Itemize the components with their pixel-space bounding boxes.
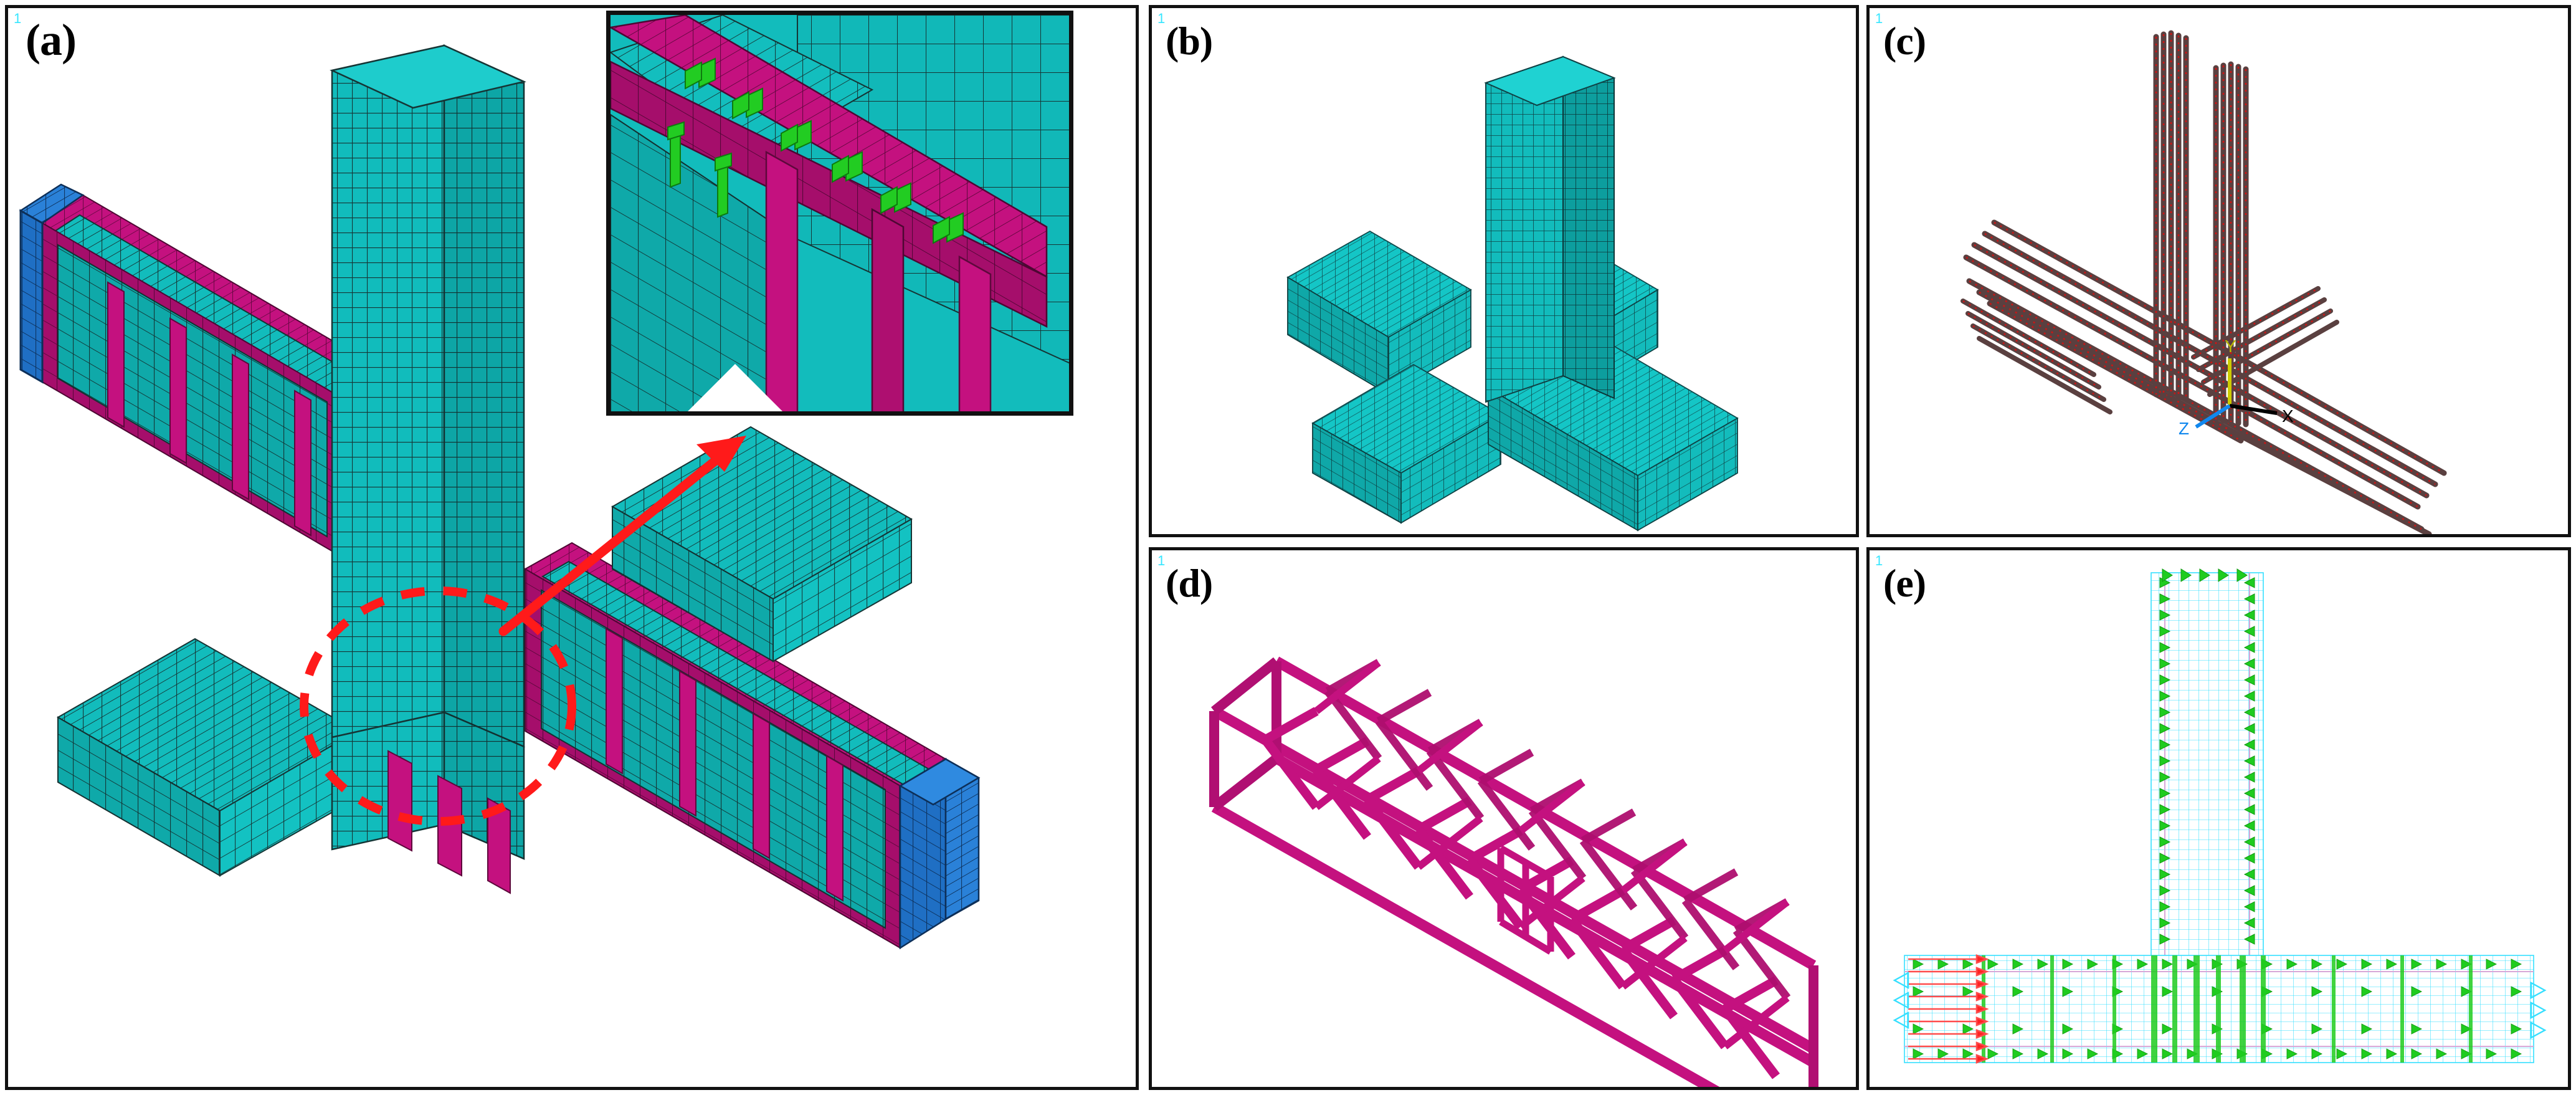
beam-constraint-symbols [1913, 959, 2522, 1059]
support-triangles [1893, 971, 1909, 1030]
beam-bars-right [2215, 359, 2447, 534]
panel-c-rebar-cage: 1 (c) [1866, 5, 2571, 537]
axis-label-x: X [2282, 406, 2294, 426]
right-beam [523, 542, 981, 950]
lattice-girder-view [1209, 656, 1818, 1087]
viewport-number-e: 1 [1875, 553, 1883, 568]
viewport-number-b: 1 [1157, 11, 1166, 26]
viewport-number-c: 1 [1875, 11, 1883, 26]
rebar-cage-view: Y X Z [1961, 30, 2447, 534]
panel-label-d: (d) [1166, 561, 1213, 605]
panel-label-c: (c) [1883, 19, 1926, 63]
joint-detail-view [611, 15, 1069, 411]
viewport-number-d: 1 [1157, 553, 1166, 568]
panel-e-boundary-conditions: 1 (e) [1866, 547, 2571, 1090]
panel-label-e: (e) [1883, 561, 1926, 605]
concrete-solid-mesh-view [1286, 55, 1739, 532]
joint-detail-zoom [606, 11, 1073, 416]
panel-d-lattice-girder: 1 (d) [1149, 547, 1859, 1090]
transverse-stub-left [56, 638, 359, 877]
viewport-number-a: 1 [14, 11, 22, 26]
support-load-arrows [1908, 954, 1989, 1064]
stem-constraint-left [2159, 577, 2171, 945]
zoom-callout-arrow [498, 436, 746, 636]
joint-region-highlight [300, 586, 576, 826]
support-triangles-right [2530, 981, 2547, 1040]
joint-steel-ribs [387, 750, 511, 894]
assembly-3d-view [19, 44, 981, 950]
boundary-condition-elevation-view [1893, 568, 2547, 1064]
stem-constraint-right [2243, 577, 2255, 945]
panel-label-a: (a) [26, 15, 77, 65]
column [330, 44, 526, 860]
coordinate-triad: Y X Z [2179, 337, 2294, 438]
constraint-marker-group [667, 57, 964, 244]
panel-label-b: (b) [1166, 19, 1213, 63]
panel-a-full-assembly: 1 (a) [5, 5, 1139, 1090]
panel-b-concrete-mesh: 1 (b) [1149, 5, 1859, 537]
stem-top-markers [2162, 568, 2248, 582]
left-beam [19, 183, 383, 558]
axis-label-z: Z [2179, 419, 2189, 438]
axis-label-y: Y [2225, 337, 2236, 356]
